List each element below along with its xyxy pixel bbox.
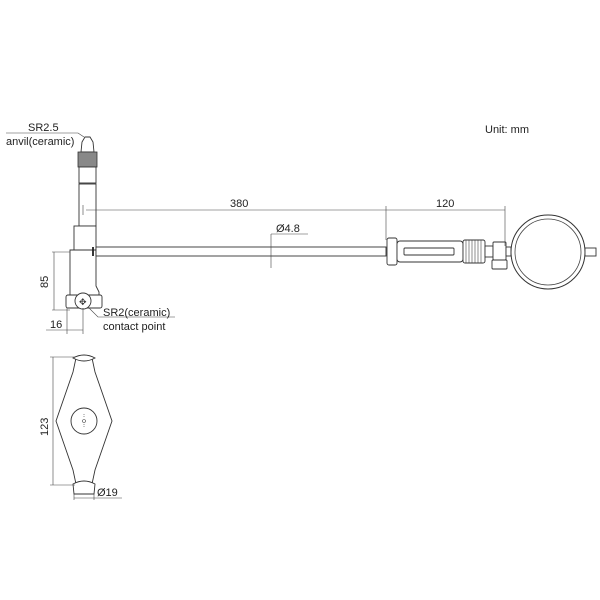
contact-radius-label: SR2(ceramic) (103, 307, 170, 319)
dial-back-stem (584, 247, 597, 257)
clamp-block (492, 241, 507, 261)
rod-diameter-dimension: Ø4.8 (270, 223, 308, 268)
contact-center-mark-icon: ✥ (79, 298, 87, 308)
knurled-collar (77, 151, 98, 168)
plate-top-cap (72, 354, 96, 362)
handle-length-value: 120 (436, 198, 454, 210)
dial-indicator (510, 214, 597, 290)
rod-length-value: 380 (230, 198, 248, 210)
handle-length-dimension: 120 (386, 198, 506, 246)
extension-rod (92, 246, 387, 257)
anvil-tip (80, 136, 95, 153)
rod-diameter-value: Ø4.8 (276, 223, 300, 235)
probe-stem (78, 183, 97, 227)
head-offset-dimension: 16 (46, 308, 84, 334)
plate-diameter-dimension: Ø19 (73, 487, 122, 500)
head-height-value: 85 (39, 276, 51, 288)
rod-length-dimension: 380 (86, 198, 387, 240)
upper-sleeve (78, 166, 97, 184)
anvil-material-label: anvil(ceramic) (6, 136, 74, 148)
rod-body (95, 246, 387, 257)
plate-bottom-cap (72, 480, 96, 495)
plate-diameter-value: Ø19 (97, 487, 118, 499)
head-height-dimension: 85 (39, 251, 70, 311)
contact-name-label: contact point (103, 321, 165, 333)
head-upper-body (73, 225, 97, 251)
grip-handle (386, 237, 512, 270)
dial-face (514, 218, 582, 286)
anvil-radius-label: SR2.5 (28, 122, 59, 134)
plate-length-dimension: 123 (39, 356, 75, 486)
anvil-leader-line (6, 132, 85, 138)
clamp-screw (491, 259, 508, 270)
contact-leader-line (87, 306, 175, 318)
unit-label: Unit: mm (485, 124, 529, 136)
plate-center-disc (70, 407, 98, 435)
centering-plate (55, 354, 113, 495)
plate-length-value: 123 (39, 418, 51, 436)
head-offset-value: 16 (50, 319, 62, 331)
